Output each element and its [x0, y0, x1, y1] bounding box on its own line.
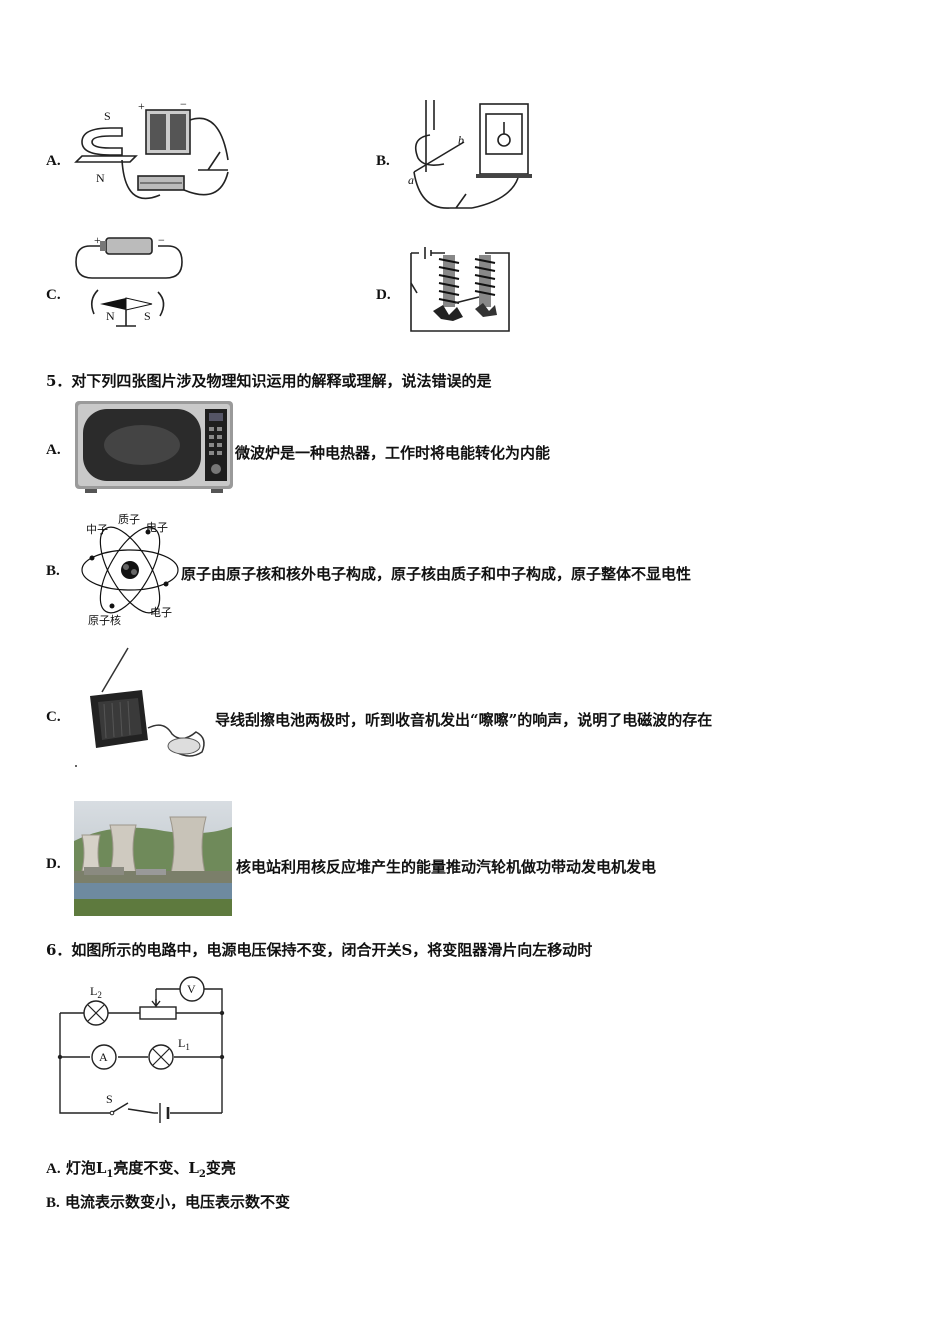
ammeter-label: A — [99, 1050, 108, 1064]
switch-s — [112, 1102, 129, 1113]
atom-model-diagram: 中子 质子 电子 原子核 电子 — [81, 513, 179, 627]
battery-plus-label: + — [138, 99, 145, 113]
q4-option-c-figure: + − N S — [75, 233, 183, 327]
q4-option-d-label: D. — [376, 287, 391, 303]
q5-option-a-label: A. — [46, 442, 61, 458]
q6-option-a: A. 灯泡L1亮度不变、L2变亮 — [46, 1157, 236, 1180]
circuit-diagram: L2 V A L1 S — [57, 976, 225, 1123]
q6-option-b-label: B. — [46, 1195, 60, 1211]
l1-label: L1 — [178, 1036, 190, 1052]
cooling-tower-left — [109, 824, 137, 874]
l2-label: L2 — [90, 984, 102, 1000]
q6-option-a-text: 灯泡L1亮度不变、L2变亮 — [65, 1159, 236, 1180]
q5-stem: 5．对下列四张图片涉及物理知识运用的解释或理解，说法错误的是 — [46, 372, 492, 390]
q4-option-b-label: B. — [376, 153, 390, 169]
microwave-oven-image — [75, 401, 233, 493]
iron-filings-right — [475, 303, 497, 317]
battery-source — [159, 1103, 170, 1123]
rheostat-slider — [151, 999, 161, 1008]
battery-minus-label: − — [180, 97, 187, 111]
rod-a-label: a — [408, 173, 414, 187]
rheostat-resistor — [139, 1006, 177, 1020]
q5-option-d-text: 核电站利用核反应堆产生的能量推动汽轮机做功带动发电机发电 — [236, 858, 657, 876]
magnet-n-label: N — [96, 171, 105, 185]
electromagnet-left — [438, 255, 460, 307]
magnet-s-label: S — [104, 109, 111, 123]
needle-n-label: N — [106, 309, 115, 323]
electromagnet-right — [474, 255, 496, 307]
cell-plus-label: + — [94, 233, 101, 247]
atom-electron-bottom-label: 电子 — [150, 606, 172, 619]
q4-option-c-label: C. — [46, 287, 61, 303]
u-magnet — [81, 127, 123, 156]
cooling-tower-large — [169, 816, 207, 878]
atom-nucleus-label: 原子核 — [88, 613, 121, 627]
q6-option-b-text: 电流表示数变小，电压表示数不变 — [65, 1193, 291, 1211]
q4-option-d-figure — [410, 247, 510, 332]
voltmeter-icon — [179, 976, 205, 1002]
battery-icon-d — [411, 247, 445, 259]
nuclear-power-plant-image — [74, 801, 232, 916]
q4-option-b-figure: b a — [408, 100, 532, 209]
q6-stem: 6．如图所示的电路中，电源电压保持不变，闭合开关S，将变阻器滑片向左移动时 — [46, 941, 593, 959]
q5-option-c-text: 导线刮擦电池两极时，听到收音机发出“嚓嚓”的响声，说明了电磁波的存在 — [215, 711, 713, 729]
atom-proton-label: 质子 — [118, 513, 140, 526]
q5-option-b-text: 原子由原子核和核外电子构成，原子核由质子和中子构成，原子整体不显电性 — [181, 565, 692, 583]
radio-battery-image — [75, 647, 205, 767]
radio-antenna — [101, 647, 129, 693]
lamp-l2 — [83, 1000, 109, 1026]
switch-icon-d — [410, 282, 418, 294]
q5-option-d-label: D. — [46, 856, 61, 872]
battery-cell-icon — [105, 237, 153, 255]
conductor-rod — [413, 141, 465, 173]
switch-s-label: S — [106, 1092, 113, 1106]
lamp-l1 — [148, 1044, 174, 1070]
q6-option-a-label: A. — [46, 1161, 61, 1177]
q6-option-b: B. 电流表示数变小，电压表示数不变 — [46, 1191, 290, 1212]
voltmeter-label: V — [187, 982, 196, 996]
river — [74, 883, 232, 899]
q5-option-b-label: B. — [46, 563, 60, 579]
switch-icon — [198, 151, 228, 171]
switch-icon-b — [450, 193, 472, 209]
wire-and-hand — [147, 724, 205, 757]
q5-option-c-label: C. — [46, 709, 61, 725]
q5-option-a-text: 微波炉是一种电热器，工作时将电能转化为内能 — [235, 444, 551, 462]
rod-b-label: b — [458, 133, 464, 147]
q4-option-a-label: A. — [46, 153, 61, 169]
atom-nucleus — [121, 561, 139, 579]
cell-minus-label: − — [158, 233, 165, 247]
ammeter-icon — [91, 1044, 117, 1070]
q4-option-a-figure: S N + − — [74, 97, 229, 200]
iron-filings-left — [433, 305, 463, 321]
atom-electron-top-label: 电子 — [146, 521, 168, 534]
needle-s-label: S — [144, 309, 151, 323]
